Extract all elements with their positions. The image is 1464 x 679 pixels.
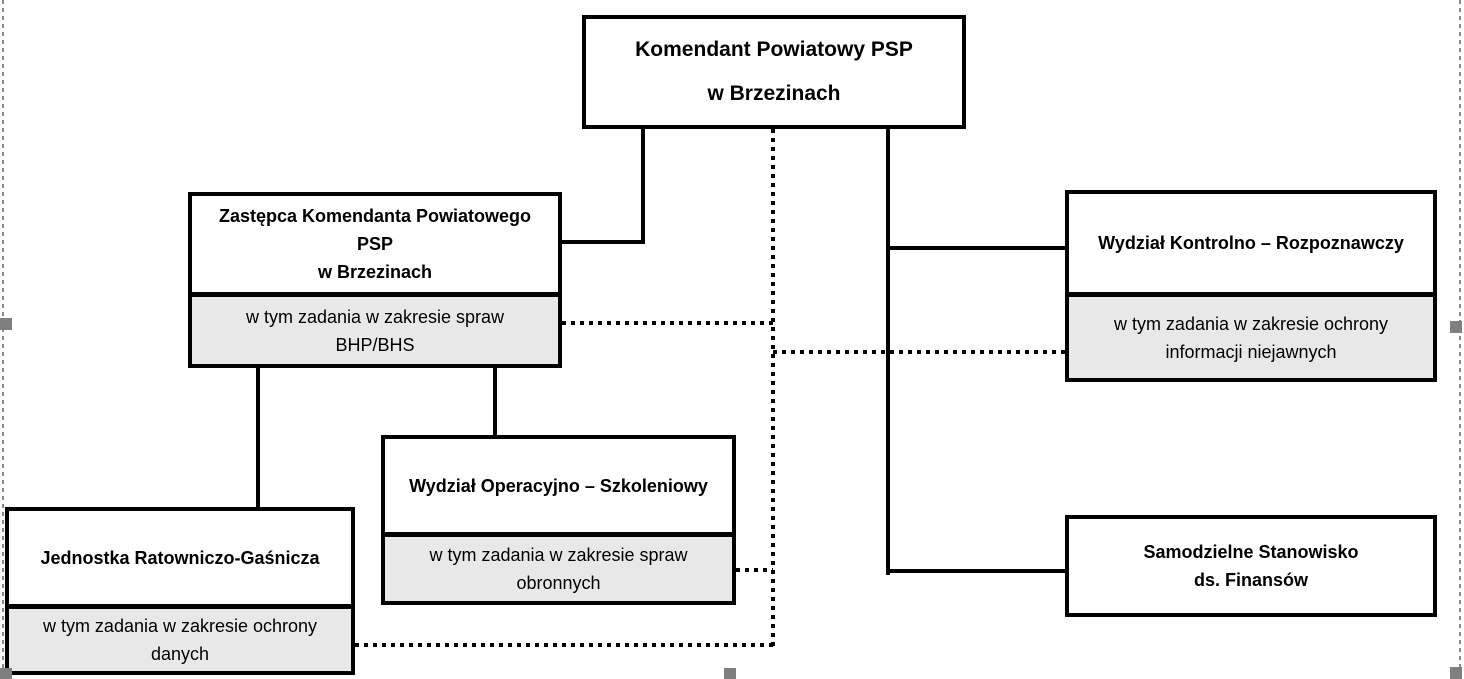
node-title-line: PSP bbox=[356, 234, 394, 254]
node-wydzial-kontrolno: Wydział Kontrolno – Rozpoznawczy w tym z… bbox=[1065, 190, 1437, 382]
node-sub-line: w tym zadania w zakresie ochrony bbox=[1113, 313, 1389, 334]
connector-komendant-zastepca-horizontal bbox=[560, 240, 645, 244]
node-jednostka-sub-section: w tym zadania w zakresie ochrony danych bbox=[9, 604, 351, 671]
node-zastepca-sub-section: w tym zadania w zakresie spraw BHP/BHS bbox=[192, 292, 558, 364]
node-komendant-powiatowy: Komendant Powiatowy PSP w Brzezinach bbox=[582, 15, 966, 129]
connector-zastepca-operacyjno-vertical bbox=[493, 368, 497, 435]
node-title-line: Wydział Operacyjno – Szkoleniowy bbox=[409, 475, 708, 496]
node-jednostka-ratowniczo: Jednostka Ratowniczo-Gaśnicza w tym zada… bbox=[5, 507, 355, 675]
node-kontrolno-sub-section: w tym zadania w zakresie ochrony informa… bbox=[1069, 292, 1433, 378]
node-komendant-title: Komendant Powiatowy PSP w Brzezinach bbox=[586, 19, 962, 125]
selection-handle-bottom-left[interactable] bbox=[0, 668, 12, 679]
selection-handle-middle-right[interactable] bbox=[1450, 321, 1462, 333]
node-samodzielne-stanowisko: Samodzielne Stanowisko ds. Finansów bbox=[1065, 515, 1437, 617]
node-title-line: w Brzezinach bbox=[317, 262, 433, 282]
node-sub-line: BHP/BHS bbox=[335, 334, 415, 355]
connector-komendant-samodzielne-horizontal bbox=[888, 569, 1066, 573]
node-title-line: w Brzezinach bbox=[707, 82, 841, 106]
node-operacyjno-title: Wydział Operacyjno – Szkoleniowy bbox=[385, 439, 732, 532]
connector-dotted-bhp-spine bbox=[562, 321, 773, 325]
node-zastepca-komendanta: Zastępca Komendanta Powiatowego PSP w Br… bbox=[188, 192, 562, 368]
selection-border-left bbox=[2, 0, 4, 679]
node-kontrolno-title: Wydział Kontrolno – Rozpoznawczy bbox=[1069, 194, 1433, 292]
node-title-line: Samodzielne Stanowisko bbox=[1143, 542, 1359, 562]
node-title-line: Jednostka Ratowniczo-Gaśnicza bbox=[40, 547, 320, 568]
connector-komendant-zastepca-vertical bbox=[641, 129, 645, 244]
node-wydzial-operacyjno: Wydział Operacyjno – Szkoleniowy w tym z… bbox=[381, 435, 736, 605]
node-zastepca-title: Zastępca Komendanta Powiatowego PSP w Br… bbox=[192, 196, 558, 292]
node-sub-line: obronnych bbox=[516, 573, 601, 593]
node-title-line: ds. Finansów bbox=[1193, 570, 1308, 590]
node-sub-line: w tym zadania w zakresie spraw bbox=[245, 306, 505, 327]
connector-dotted-jednostka-spine bbox=[355, 643, 775, 647]
connector-dotted-spine-vertical bbox=[771, 129, 775, 649]
node-operacyjno-sub-section: w tym zadania w zakresie spraw obronnych bbox=[385, 532, 732, 601]
selection-border-right bbox=[1459, 0, 1461, 679]
node-sub-line: w tym zadania w zakresie spraw bbox=[429, 545, 688, 565]
node-title-line: Wydział Kontrolno – Rozpoznawczy bbox=[1098, 233, 1404, 253]
node-title-line: Komendant Powiatowy PSP bbox=[635, 37, 913, 61]
node-sub-line: w tym zadania w zakresie ochrony bbox=[42, 616, 318, 636]
selection-handle-bottom-right[interactable] bbox=[1450, 667, 1462, 679]
connector-zastepca-jednostka-vertical bbox=[256, 368, 260, 507]
node-sub-line: danych bbox=[150, 644, 210, 664]
connector-komendant-kontrolno-horizontal bbox=[888, 246, 1066, 250]
connector-dotted-obronnych-spine bbox=[736, 568, 773, 572]
node-title-line: Zastępca Komendanta Powiatowego bbox=[218, 206, 532, 226]
node-samodzielne-title: Samodzielne Stanowisko ds. Finansów bbox=[1069, 519, 1433, 613]
selection-handle-middle-left[interactable] bbox=[0, 318, 12, 330]
node-sub-line: informacji niejawnych bbox=[1165, 341, 1337, 362]
selection-handle-bottom-middle[interactable] bbox=[724, 668, 736, 679]
connector-dotted-spine-kontrolno bbox=[773, 350, 1065, 354]
node-jednostka-title: Jednostka Ratowniczo-Gaśnicza bbox=[9, 511, 351, 604]
